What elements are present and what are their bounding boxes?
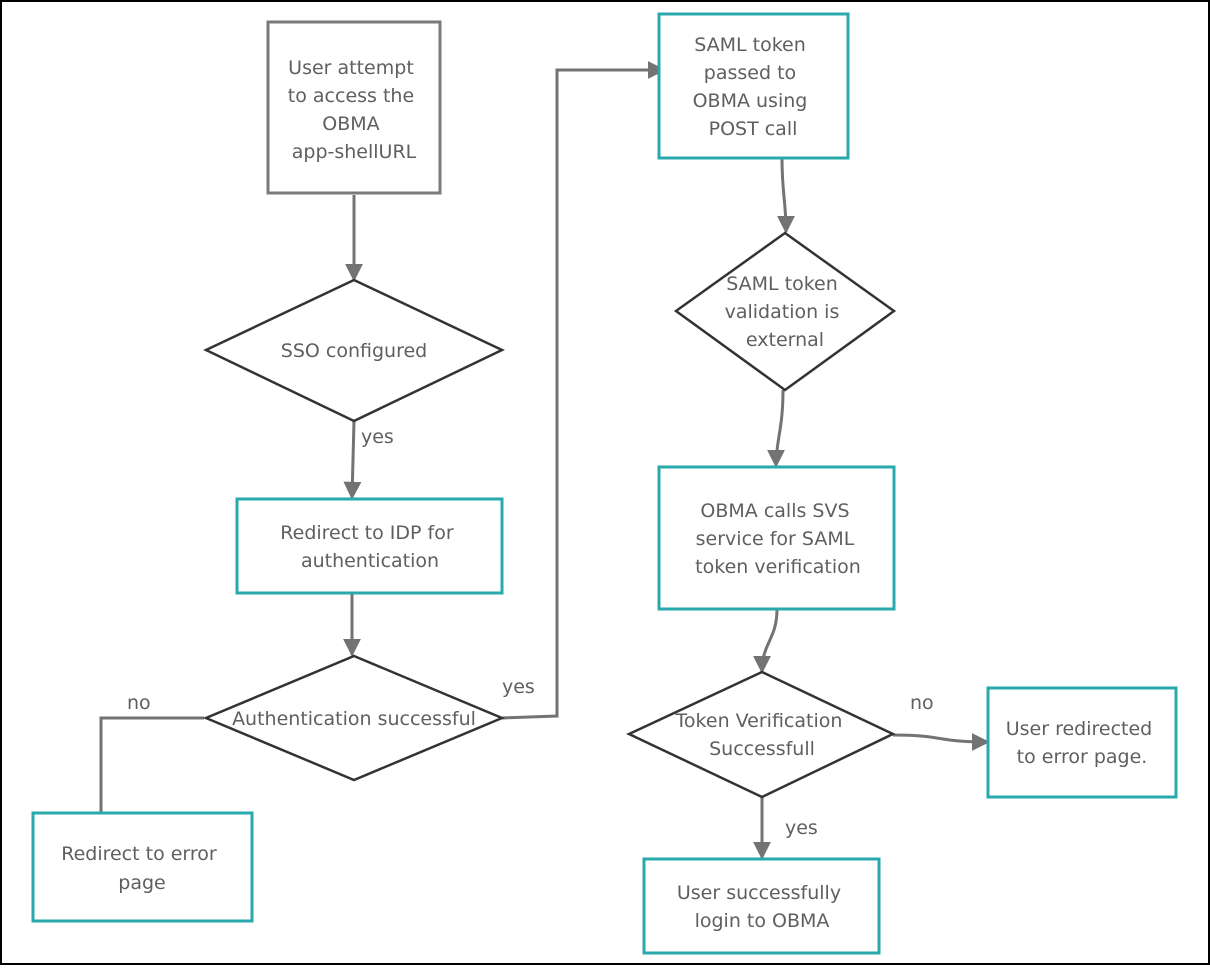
edge-label-token-yes: yes	[785, 817, 818, 839]
edge-post-to-valid	[776, 157, 795, 234]
sso-text: SSO configured	[281, 340, 427, 362]
start-text: User attempt to access the OBMA app-shel…	[288, 57, 420, 163]
start-box: User attempt to access the OBMA app-shel…	[266, 20, 442, 195]
login-box: User successfully login to OBMA	[642, 857, 881, 955]
auth-text: Authentication successful	[232, 708, 476, 730]
saml-validation-text: SAML token validation is external	[725, 273, 846, 351]
svs-text: OBMA calls SVS service for SAML token ve…	[695, 500, 861, 578]
error-left-text: Redirect to error page	[61, 843, 223, 894]
edge-auth-yes	[501, 61, 666, 720]
idp-box: Redirect to IDP for authentication	[235, 497, 504, 595]
saml-post-text: SAML token passed to OBMA using POST cal…	[693, 34, 814, 140]
login-text: User successfully login to OBMA	[677, 882, 847, 932]
idp-text: Redirect to IDP for authentication	[280, 522, 459, 572]
error-box-left: Redirect to error page	[31, 811, 254, 923]
edge-label-auth-no: no	[127, 692, 151, 714]
edge-svs-to-token	[753, 608, 779, 674]
sso-decision: SSO configured	[203, 278, 505, 423]
edge-sso-to-idp	[343, 420, 362, 500]
edge-label-sso-yes: yes	[361, 426, 394, 448]
saml-validation-decision: SAML token validation is external	[673, 231, 897, 392]
edge-token-no	[892, 732, 990, 751]
edge-auth-no	[99, 716, 204, 812]
auth-decision: Authentication successful	[202, 654, 506, 782]
error-box-right: User redirected to error page.	[986, 686, 1178, 799]
edge-valid-to-svs	[767, 389, 786, 468]
edge-label-auth-yes: yes	[502, 676, 535, 698]
token-verification-text: Token Verification Successfull	[675, 710, 849, 760]
saml-post-box: SAML token passed to OBMA using POST cal…	[657, 12, 850, 160]
edge-label-token-no: no	[910, 692, 934, 714]
svs-box: OBMA calls SVS service for SAML token ve…	[657, 465, 896, 611]
error-right-text: User redirected to error page.	[1006, 718, 1159, 768]
token-verification-decision: Token Verification Successfull	[626, 670, 896, 799]
